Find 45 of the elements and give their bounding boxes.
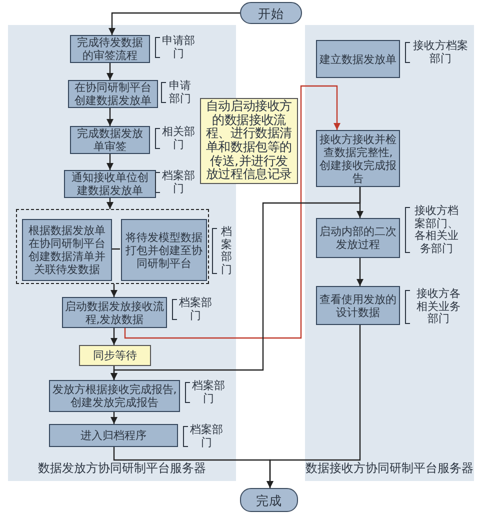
process-box: 启动内部的二次发放过程 xyxy=(316,218,400,258)
process-box: 通知接收单位创建数据发放单 xyxy=(64,170,156,198)
dashed-group-box xyxy=(16,209,209,284)
arrow xyxy=(266,325,361,488)
process-box: 完成待发数据的审签流程 xyxy=(70,35,150,63)
process-box: 完成数据发放单审签 xyxy=(70,126,150,154)
department-label: 接收方各相关业务部门 xyxy=(405,288,465,326)
process-box: 在协同研制平台创建数据发放单 xyxy=(68,80,158,108)
connector-line xyxy=(111,248,120,250)
department-label: 申请部门 xyxy=(155,35,195,60)
department-label: 档案部门 xyxy=(212,226,234,276)
department-label: 接收方档案部门 xyxy=(405,40,469,65)
terminal-box: 完成 xyxy=(240,488,298,512)
department-label: 档案部门 xyxy=(172,297,212,322)
panel-caption: 数据发放方协同研制平台服务器 xyxy=(37,462,207,475)
arrow xyxy=(124,85,340,339)
terminal-box: 开始 xyxy=(240,2,302,24)
department-label: 档案部门 xyxy=(185,380,225,405)
process-box: 启动数据发放接收流程,发放数据 xyxy=(62,297,167,328)
note-box: 自动启动接收方的数据接收流程、进行数据清单和数据包等的传送,并进行发放过程信息记录 xyxy=(200,98,298,184)
process-box: 将待发模型数据打包并创建至协同研制平台 xyxy=(121,219,207,281)
department-label: 申请部门 xyxy=(161,80,192,105)
department-label: 档案部门 xyxy=(155,170,195,195)
arrow xyxy=(110,328,118,345)
arrow xyxy=(106,154,114,170)
arrow xyxy=(110,187,361,380)
arrow xyxy=(106,108,114,126)
department-label: 相关部门 xyxy=(155,126,195,151)
arrow xyxy=(106,63,114,80)
process-box: 发放方根据接收完成报告,创建发放完成报告 xyxy=(49,380,180,412)
wait-box: 同步等待 xyxy=(79,345,151,366)
department-label: 档案部门 xyxy=(183,424,223,449)
arrow xyxy=(356,258,364,286)
arrow xyxy=(110,284,118,297)
panel-caption: 数据接收方协同研制平台服务器 xyxy=(305,462,474,475)
process-box: 查看使用发放的设计数据 xyxy=(316,286,400,325)
arrow xyxy=(110,412,118,424)
process-box: 进入归档程序 xyxy=(49,424,178,447)
process-box: 根据数据发放单在协同研制平台创建数据清单并关联待发数据 xyxy=(22,219,112,281)
process-box: 建立数据发放单 xyxy=(316,40,400,78)
server-panel xyxy=(305,25,474,481)
process-box: 接收方接收并检查数据完整性,创建接收完成报告 xyxy=(316,130,400,187)
department-label: 接收方档案部门、各相关业务部门 xyxy=(405,205,461,255)
arrow xyxy=(106,198,114,209)
arrow xyxy=(108,12,240,35)
